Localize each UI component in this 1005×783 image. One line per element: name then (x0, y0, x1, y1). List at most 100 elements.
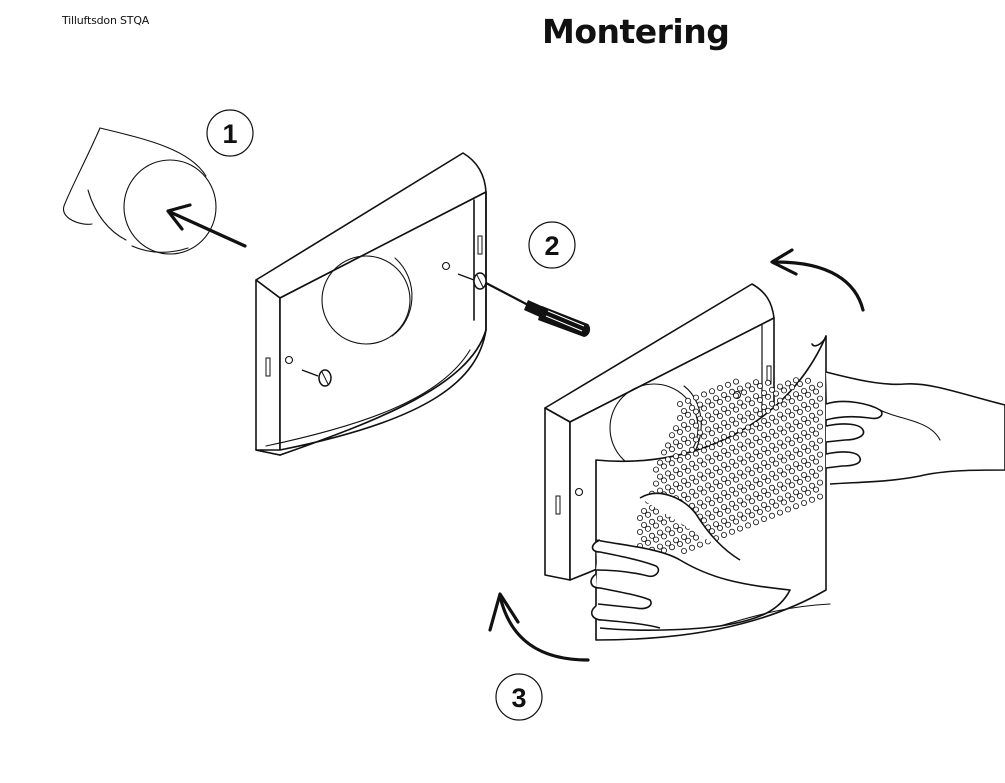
screwdriver-icon (485, 282, 591, 337)
perforation-hole (797, 422, 804, 429)
perforation-hole (721, 405, 728, 412)
perforation-hole (673, 523, 680, 530)
perforation-hole (697, 429, 704, 436)
perforation-hole (757, 466, 764, 473)
perforation-hole (761, 417, 768, 424)
perforation-hole (689, 418, 696, 425)
perforation-hole (757, 396, 764, 403)
perforation-hole (725, 493, 732, 500)
perforation-hole (717, 496, 724, 503)
perforation-hole (741, 431, 748, 438)
duct-tube-illustration (63, 127, 217, 255)
perforation-hole (733, 378, 740, 385)
perforation-hole (765, 407, 772, 414)
screw-icon (457, 272, 487, 290)
perforation-hole (777, 425, 784, 432)
perforation-hole (693, 394, 700, 401)
perforation-hole (765, 435, 772, 442)
perforation-hole (677, 400, 684, 407)
perforation-hole (769, 400, 776, 407)
perforation-hole (653, 508, 660, 515)
perforation-hole (693, 422, 700, 429)
perforation-hole (737, 455, 744, 462)
perforation-hole (781, 415, 788, 422)
perforation-hole (729, 444, 736, 451)
perforation-hole (677, 527, 684, 534)
perforation-hole (793, 433, 800, 440)
perforation-hole (769, 498, 776, 505)
perforation-hole (717, 398, 724, 405)
perforation-hole (685, 481, 692, 488)
perforation-hole (681, 491, 688, 498)
perforation-hole (693, 464, 700, 471)
perforation-hole (661, 463, 668, 470)
perforation-hole (809, 454, 816, 461)
perforation-hole (805, 405, 812, 412)
perforation-hole (733, 448, 740, 455)
perforation-hole (665, 526, 672, 533)
perforation-hole (685, 495, 692, 502)
perforation-hole (689, 488, 696, 495)
perforation-hole (785, 436, 792, 443)
perforation-hole (665, 456, 672, 463)
perforation-hole (773, 390, 780, 397)
perforation-hole (705, 468, 712, 475)
perforation-hole (789, 496, 796, 503)
perforation-hole (813, 402, 820, 409)
perforation-hole (685, 439, 692, 446)
perforation-hole (801, 457, 808, 464)
perforation-hole (721, 447, 728, 454)
perforation-hole (733, 392, 740, 399)
perforation-hole (641, 522, 648, 529)
perforation-hole (745, 396, 752, 403)
perforation-hole (733, 504, 740, 511)
perforation-hole (789, 482, 796, 489)
perforation-hole (753, 449, 760, 456)
perforation-hole (781, 471, 788, 478)
perforation-hole (701, 391, 708, 398)
perforation-hole (801, 387, 808, 394)
perforation-hole (709, 458, 716, 465)
step-1-badge: 1 (206, 109, 254, 157)
rotate-arrow-icon (770, 248, 865, 312)
perforation-hole (753, 435, 760, 442)
perforation-hole (749, 428, 756, 435)
perforation-hole (729, 402, 736, 409)
perforation-hole (697, 499, 704, 506)
perforation-hole (721, 489, 728, 496)
perforation-hole (801, 471, 808, 478)
perforation-hole (741, 403, 748, 410)
perforation-hole (777, 481, 784, 488)
perforation-hole (645, 539, 652, 546)
perforation-hole (657, 543, 664, 550)
perforation-hole (785, 450, 792, 457)
perforation-hole (737, 483, 744, 490)
perforation-hole (745, 480, 752, 487)
perforation-hole (713, 521, 720, 528)
perforation-hole (773, 418, 780, 425)
perforation-hole (713, 507, 720, 514)
perforation-hole (709, 528, 716, 535)
perforation-hole (753, 379, 760, 386)
perforation-hole (773, 488, 780, 495)
perforation-hole (745, 382, 752, 389)
perforation-hole (741, 417, 748, 424)
perforation-hole (669, 460, 676, 467)
perforation-hole (725, 451, 732, 458)
perforation-hole (693, 436, 700, 443)
perforation-hole (729, 514, 736, 521)
perforation-hole (765, 393, 772, 400)
perforation-hole (701, 433, 708, 440)
perforation-hole (809, 440, 816, 447)
perforation-hole (673, 481, 680, 488)
perforation-hole (705, 496, 712, 503)
perforation-hole (721, 419, 728, 426)
perforation-hole (773, 474, 780, 481)
perforation-hole (789, 398, 796, 405)
perforation-hole (721, 461, 728, 468)
perforation-hole (805, 447, 812, 454)
perforation-hole (721, 391, 728, 398)
perforation-hole (809, 426, 816, 433)
perforation-hole (709, 430, 716, 437)
